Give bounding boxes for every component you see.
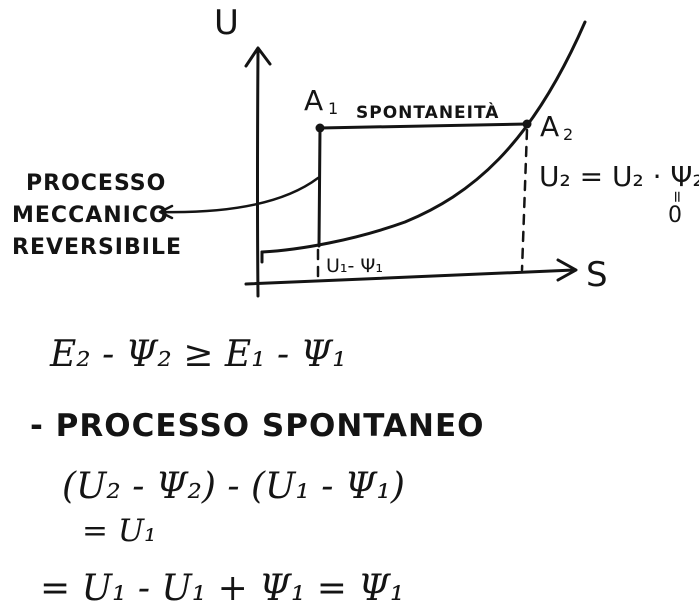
point-a1	[315, 123, 325, 133]
y-axis-label: U	[214, 3, 239, 43]
x-axis-label: S	[586, 255, 608, 295]
process-label-line3: REVERSIBILE	[12, 235, 182, 260]
equation-line1: E₂ - Ψ₂ ≥ E₁ - Ψ₁	[49, 334, 347, 375]
a2-dashed-drop	[520, 128, 529, 272]
x-axis	[244, 268, 576, 286]
y-axis	[256, 48, 260, 298]
equation-line2: - PROCESSO SPONTANEO	[30, 408, 484, 444]
svg-text:2: 2	[563, 125, 573, 144]
spontaneity-line	[318, 122, 529, 130]
process-annotation: PROCESSO MECCANICO REVERSIBILE	[12, 171, 320, 260]
energy-curve	[260, 20, 587, 254]
equation-line3: (U₂ - Ψ₂) - (U₁ - Ψ₁)	[62, 466, 405, 507]
process-label-line2: MECCANICO	[12, 203, 169, 228]
spontaneity-label: SPONTANEITÀ	[356, 101, 499, 123]
axes: U S	[214, 3, 608, 298]
state-lines	[316, 122, 529, 278]
point-a1-label: A 1	[304, 84, 338, 118]
process-arrowhead-icon	[158, 204, 174, 220]
point-a2-label: A 2	[540, 110, 573, 144]
x-axis-arrowhead	[556, 258, 578, 282]
point-a2	[522, 119, 532, 129]
process-label-line1: PROCESSO	[26, 171, 166, 196]
equations: E₂ - Ψ₂ ≥ E₁ - Ψ₁ - PROCESSO SPONTANEO (…	[30, 334, 484, 609]
process-arrow	[160, 176, 320, 214]
svg-text:1: 1	[328, 99, 338, 118]
equation-line5: = U₁ - U₁ + Ψ₁ = Ψ₁	[40, 568, 404, 609]
equation-line4: = U₁	[82, 513, 156, 549]
right-equals-sign: =	[668, 190, 687, 203]
a1-vertical-line	[317, 126, 322, 248]
right-annotation: U₂ = U₂ · Ψ₂ = 0	[539, 160, 699, 228]
svg-text:A: A	[540, 110, 559, 143]
svg-text:A: A	[304, 84, 323, 117]
y-axis-arrowhead	[244, 46, 272, 68]
right-zero: 0	[668, 203, 682, 228]
lower-point-label: U₁- Ψ₁	[326, 255, 383, 277]
right-equation: U₂ = U₂ · Ψ₂	[539, 160, 699, 193]
